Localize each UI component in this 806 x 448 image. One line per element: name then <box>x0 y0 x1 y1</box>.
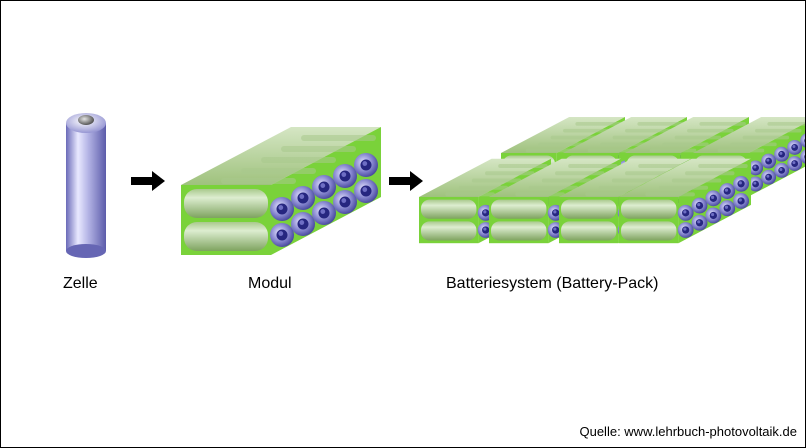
module-label: Modul <box>248 275 292 292</box>
cell-label: Zelle <box>63 275 98 292</box>
source-credit: Quelle: www.lehrbuch-photovoltaik.de <box>579 424 797 439</box>
single-cell-icon <box>66 113 106 258</box>
battery-pack-label: Batteriesystem (Battery-Pack) <box>446 275 659 292</box>
module-icon <box>181 127 381 255</box>
arrow-icon <box>131 171 165 191</box>
battery-pack-icon <box>419 117 805 243</box>
arrow-icon <box>389 171 423 191</box>
